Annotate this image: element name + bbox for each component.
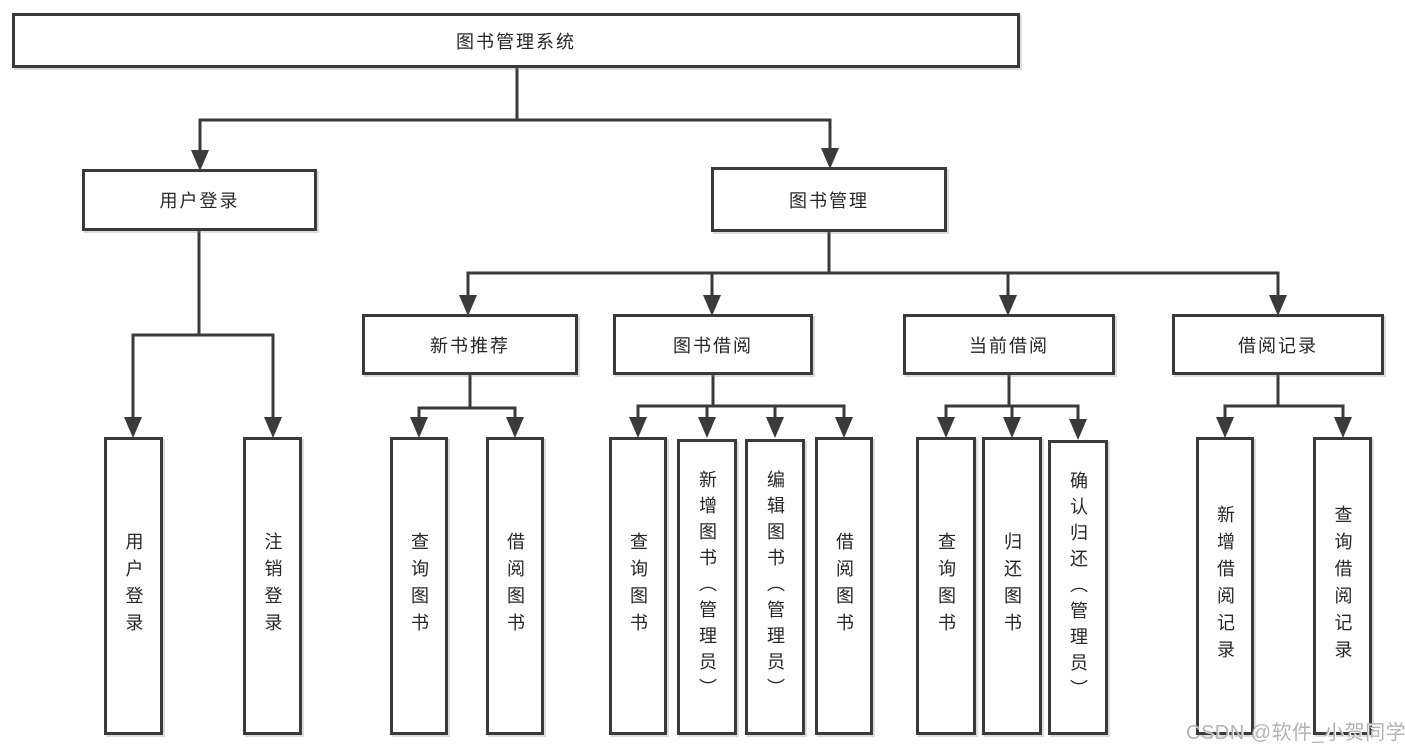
connector-user-login-children <box>124 230 282 438</box>
leaf-add-book-admin-label: 新增图书（管理员） <box>697 470 717 704</box>
connector-book-mgmt-to-level3 <box>459 232 1287 316</box>
leaf-confirm-return-admin: 确认归还（管理员） <box>1048 440 1108 735</box>
leaf-add-book-admin: 新增图书（管理员） <box>677 439 737 735</box>
leaf-return-books: 归还图书 <box>982 437 1042 735</box>
leaf-query-borrow-record-label: 查询借阅记录 <box>1332 505 1353 667</box>
node-user-login: 用户登录 <box>82 169 317 231</box>
node-root-system-label: 图书管理系统 <box>456 31 576 52</box>
node-new-book-recommend: 新书推荐 <box>362 314 578 375</box>
node-current-borrowing-label: 当前借阅 <box>969 335 1049 356</box>
node-user-login-label: 用户登录 <box>159 191 240 211</box>
leaf-query-books-2-label: 查询图书 <box>628 532 648 640</box>
node-root-system: 图书管理系统 <box>12 13 1020 68</box>
node-book-management: 图书管理 <box>711 167 947 232</box>
leaf-query-books-3-label: 查询图书 <box>936 532 956 640</box>
node-borrowing-records: 借阅记录 <box>1172 314 1384 375</box>
csdn-watermark: CSDN @软件_小贺同学 <box>1186 722 1405 744</box>
leaf-query-borrow-record: 查询借阅记录 <box>1313 437 1372 735</box>
node-new-book-recommend-label: 新书推荐 <box>430 335 510 356</box>
connector-current-borrow-children <box>937 375 1087 440</box>
leaf-query-books-1: 查询图书 <box>390 437 448 735</box>
connector-root-to-level2 <box>191 68 839 171</box>
leaf-logout: 注销登录 <box>243 437 302 735</box>
leaf-query-books-2: 查询图书 <box>609 437 667 735</box>
connector-borrow-record-children <box>1216 375 1352 438</box>
leaf-borrow-books-1-label: 借阅图书 <box>505 532 525 640</box>
node-book-management-label: 图书管理 <box>789 190 869 211</box>
leaf-confirm-return-admin-label: 确认归还（管理员） <box>1068 470 1088 705</box>
leaf-borrow-books-2: 借阅图书 <box>815 437 873 735</box>
leaf-borrow-books-2-label: 借阅图书 <box>834 532 854 640</box>
node-book-borrowing: 图书借阅 <box>613 314 813 375</box>
node-current-borrowing: 当前借阅 <box>903 314 1115 375</box>
node-book-borrowing-label: 图书借阅 <box>673 335 753 356</box>
leaf-query-books-1-label: 查询图书 <box>409 532 429 640</box>
leaf-borrow-books-1: 借阅图书 <box>486 437 544 735</box>
leaf-user-login-label: 用户登录 <box>123 532 144 640</box>
leaf-user-login: 用户登录 <box>104 437 163 735</box>
leaf-return-books-label: 归还图书 <box>1002 532 1022 640</box>
leaf-add-borrow-record: 新增借阅记录 <box>1196 437 1254 735</box>
node-borrowing-records-label: 借阅记录 <box>1238 335 1318 356</box>
leaf-add-borrow-record-label: 新增借阅记录 <box>1215 505 1235 667</box>
leaf-edit-book-admin: 编辑图书（管理员） <box>745 439 805 735</box>
connector-new-book-rec-children <box>410 375 524 438</box>
leaf-query-books-3: 查询图书 <box>916 437 976 735</box>
connector-book-borrow-children <box>629 375 853 438</box>
leaf-edit-book-admin-label: 编辑图书（管理员） <box>765 470 785 704</box>
leaf-logout-label: 注销登录 <box>262 532 283 640</box>
